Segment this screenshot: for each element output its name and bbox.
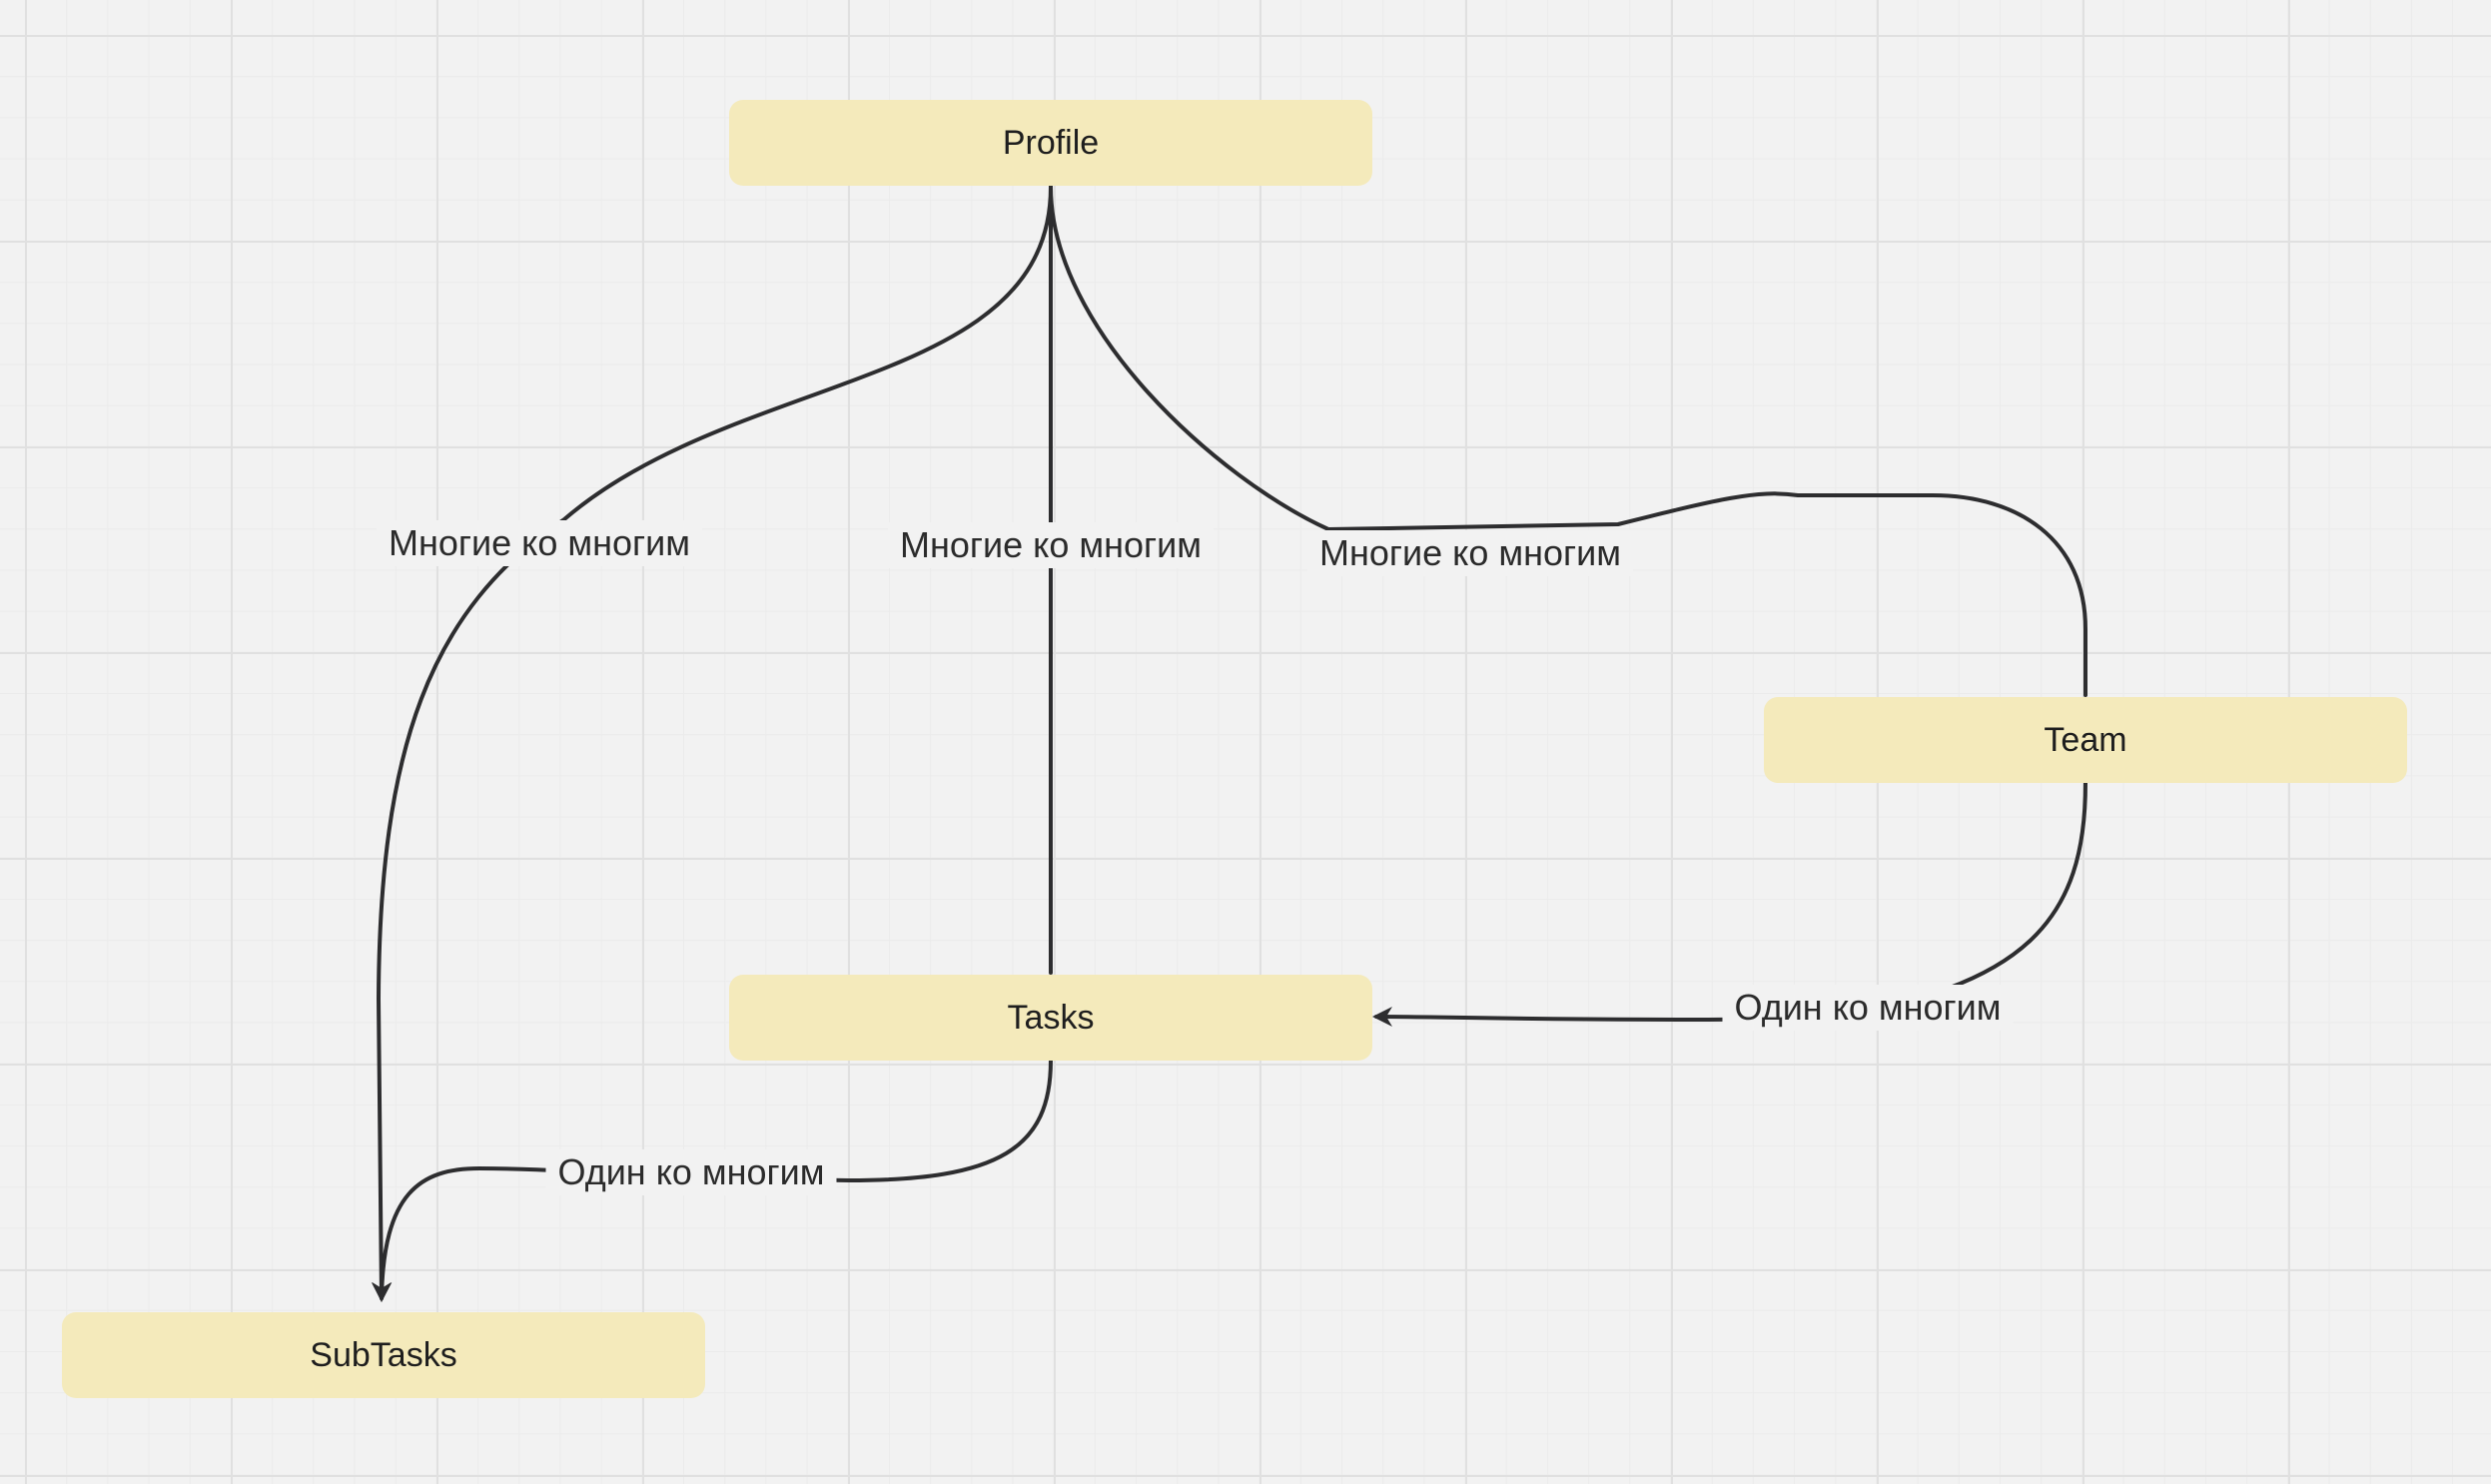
connector-profile-subtasks[interactable]: [371, 185, 1053, 1302]
relation-label-profile-tasks[interactable]: Многие ко многим: [888, 522, 1214, 568]
relation-label-team-tasks[interactable]: Один ко многим: [1722, 985, 2014, 1031]
entity-profile[interactable]: Profile: [729, 100, 1372, 186]
relation-label-profile-team[interactable]: Многие ко многим: [1307, 530, 1633, 576]
entity-tasks[interactable]: Tasks: [729, 975, 1372, 1061]
entity-subtasks[interactable]: SubTasks: [62, 1312, 705, 1398]
entity-team-label: Team: [2044, 720, 2127, 759]
entity-subtasks-label: SubTasks: [310, 1335, 457, 1374]
relation-label-profile-subtasks[interactable]: Многие ко многим: [377, 520, 702, 566]
relation-label-tasks-subtasks[interactable]: Один ко многим: [545, 1149, 837, 1195]
entity-profile-label: Profile: [1002, 123, 1100, 162]
entity-team[interactable]: Team: [1764, 697, 2407, 783]
connector-profile-team[interactable]: [1049, 185, 2087, 697]
entity-tasks-label: Tasks: [1007, 998, 1095, 1037]
